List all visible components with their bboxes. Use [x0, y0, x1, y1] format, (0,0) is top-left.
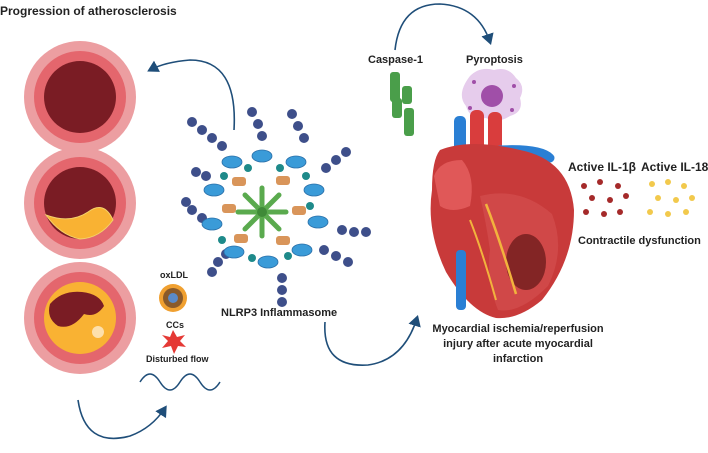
vessel-healthy — [24, 41, 136, 153]
mi-reperfusion-label: Myocardial ischemia/reperfusion injury a… — [430, 322, 606, 367]
nlrp3-inflammasome-icon — [181, 107, 371, 307]
contractile-dysfunction-label: Contractile dysfunction — [578, 235, 701, 247]
arrow-nlrp3-to-heart — [324, 314, 421, 366]
disturbed-flow-label: Disturbed flow — [146, 354, 209, 364]
vessel-early-plaque — [24, 147, 136, 259]
caspase-1-label: Caspase-1 — [368, 54, 424, 66]
mi-label-line-3: infarction — [492, 353, 544, 365]
mi-label-line-1: Myocardial ischemia/reperfusion — [432, 323, 604, 335]
il-1b-label: Active IL-1β — [568, 160, 637, 174]
vessel-advanced-plaque — [24, 262, 136, 374]
arrow-vessel-to-flow — [77, 399, 167, 440]
arrow-caspase-to-pyroptosis — [394, 3, 494, 51]
il-18-label: Active IL-18 — [641, 160, 708, 174]
il-18-particles — [647, 179, 695, 217]
cholesterol-crystal-icon — [162, 330, 186, 354]
il-1b-particles — [581, 179, 629, 217]
title: Progression of atherosclerosis — [0, 4, 177, 18]
pyroptosis-label: Pyroptosis — [466, 54, 523, 66]
oxldl-particle-icon — [159, 284, 187, 312]
oxldl-label: oxLDL — [160, 270, 188, 280]
heart-icon — [430, 110, 574, 319]
nlrp3-inflammasome-label: NLRP3 Inflammasome — [221, 307, 338, 319]
pyroptosis-cell-icon — [461, 68, 523, 121]
ccs-label: CCs — [166, 320, 185, 330]
caspase-1-icon — [390, 72, 414, 136]
arrow-inflammasome-to-vessels — [147, 59, 236, 131]
mi-label-line-2: injury after acute myocardial — [443, 338, 593, 350]
disturbed-flow-wave — [139, 373, 221, 391]
